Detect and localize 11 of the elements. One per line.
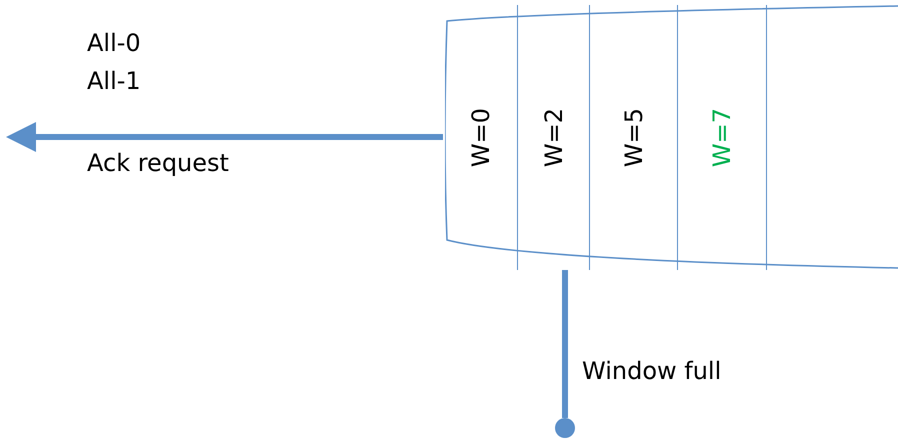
text-label: All-1 (87, 68, 141, 94)
slot-label: W=7 (710, 108, 734, 168)
endpoint-dot (555, 418, 575, 438)
slot-label: W=5 (622, 108, 646, 168)
text-label: All-0 (87, 30, 141, 56)
buffer-shape (445, 5, 898, 270)
arrow (6, 122, 443, 152)
slot-label: W=0 (469, 108, 493, 168)
connector-line (562, 270, 568, 418)
text-label: Ack request (87, 150, 229, 176)
slot-label: W=2 (542, 108, 566, 168)
